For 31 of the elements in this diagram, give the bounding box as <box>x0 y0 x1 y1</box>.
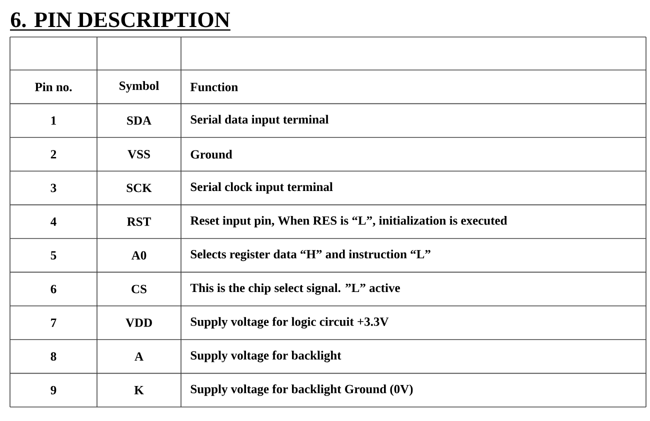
table-cell: RST <box>127 217 151 226</box>
table-cell: 5 <box>50 251 56 260</box>
table-cell: SCK <box>126 184 152 192</box>
table-cell: Serial clock input terminal <box>190 182 333 194</box>
table-cell: 8 <box>50 352 56 361</box>
table-cell: SDA <box>127 116 152 125</box>
table-cell: 1 <box>51 116 56 125</box>
table-cell: Supply voltage for backlight Ground (0V) <box>190 384 413 396</box>
table-cell: A0 <box>132 251 146 260</box>
table-cell: 9 <box>50 386 56 394</box>
table-cell: 7 <box>51 318 56 327</box>
table-cell: Serial data input terminal <box>190 114 329 126</box>
table-cell: Pin no. <box>34 82 72 92</box>
table-cell: Reset input pin, When RES is “L”, initialization is executed <box>190 216 508 228</box>
table-cell: Selects register data “H” and instruction “L” <box>190 250 430 262</box>
table-cell: K <box>134 386 144 394</box>
table-cell: 2 <box>50 150 56 158</box>
table-cell: Supply voltage for backlight <box>190 350 342 362</box>
table-cell: 4 <box>50 218 56 226</box>
table-cell: Ground <box>190 150 232 159</box>
table-cell: VSS <box>128 150 150 158</box>
table-cell: Supply voltage for logic circuit +3.3V <box>190 316 389 329</box>
table-cell: This is the chip select signal. ”L” active <box>190 283 400 295</box>
table-cell: Function <box>190 82 238 92</box>
table-cell: 6 <box>50 284 56 294</box>
heading: 6. PIN DESCRIPTION <box>10 12 230 28</box>
table-cell: VDD <box>126 318 152 327</box>
table-cell: 3 <box>50 184 56 192</box>
table-cell: Symbol <box>120 81 159 93</box>
table-cell: A <box>134 352 144 361</box>
table-cell: CS <box>132 284 146 294</box>
